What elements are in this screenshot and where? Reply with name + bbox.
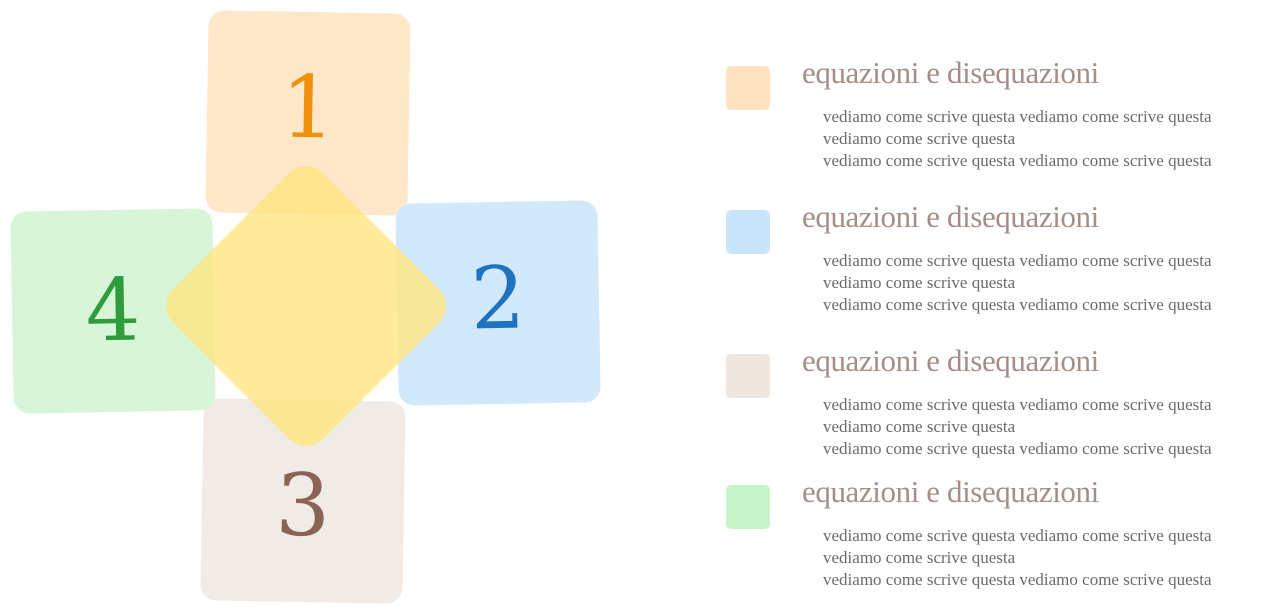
tile-number: 4 xyxy=(84,260,142,362)
legend-description: vediamo come scrive questa vediamo come … xyxy=(823,525,1270,591)
legend-item: equazioni e disequazioni vediamo come sc… xyxy=(725,196,1270,340)
legend-line: vediamo come scrive questa vediamo come … xyxy=(823,251,1212,270)
legend-line: vediamo come scrive questa xyxy=(823,417,1016,436)
legend-swatch xyxy=(726,210,770,254)
legend-title: equazioni e disequazioni xyxy=(802,343,1099,378)
tile-number: 2 xyxy=(469,248,527,350)
legend-line: vediamo come scrive questa xyxy=(823,548,1016,567)
legend-line: vediamo come scrive questa vediamo come … xyxy=(823,439,1212,458)
legend-title: equazioni e disequazioni xyxy=(802,474,1099,509)
legend-title: equazioni e disequazioni xyxy=(802,55,1099,90)
legend-swatch xyxy=(726,66,770,110)
legend-item: equazioni e disequazioni vediamo come sc… xyxy=(725,52,1270,196)
legend-line: vediamo come scrive questa vediamo come … xyxy=(823,107,1212,126)
legend-line: vediamo come scrive questa vediamo come … xyxy=(823,295,1212,314)
legend-line: vediamo come scrive questa vediamo come … xyxy=(823,151,1212,170)
legend-line: vediamo come scrive questa xyxy=(823,273,1016,292)
tile-number: 3 xyxy=(274,455,332,557)
legend-swatch xyxy=(726,485,770,529)
legend-description: vediamo come scrive questa vediamo come … xyxy=(823,250,1270,316)
cross-diagram: 1 2 3 4 xyxy=(10,10,601,604)
legend-line: vediamo come scrive questa vediamo come … xyxy=(823,526,1212,545)
legend-line: vediamo come scrive questa vediamo come … xyxy=(823,395,1212,414)
center-diamond xyxy=(156,156,456,456)
legend-item: equazioni e disequazioni vediamo come sc… xyxy=(725,340,1270,471)
legend-swatch xyxy=(726,354,770,398)
legend-description: vediamo come scrive questa vediamo come … xyxy=(823,394,1270,460)
legend-line: vediamo come scrive questa vediamo come … xyxy=(823,570,1212,589)
legend-title: equazioni e disequazioni xyxy=(802,199,1099,234)
legend-description: vediamo come scrive questa vediamo come … xyxy=(823,106,1270,172)
legend: equazioni e disequazioni vediamo come sc… xyxy=(725,52,1270,615)
legend-line: vediamo come scrive questa xyxy=(823,129,1016,148)
tile-number: 1 xyxy=(279,57,337,159)
legend-item: equazioni e disequazioni vediamo come sc… xyxy=(725,471,1270,615)
